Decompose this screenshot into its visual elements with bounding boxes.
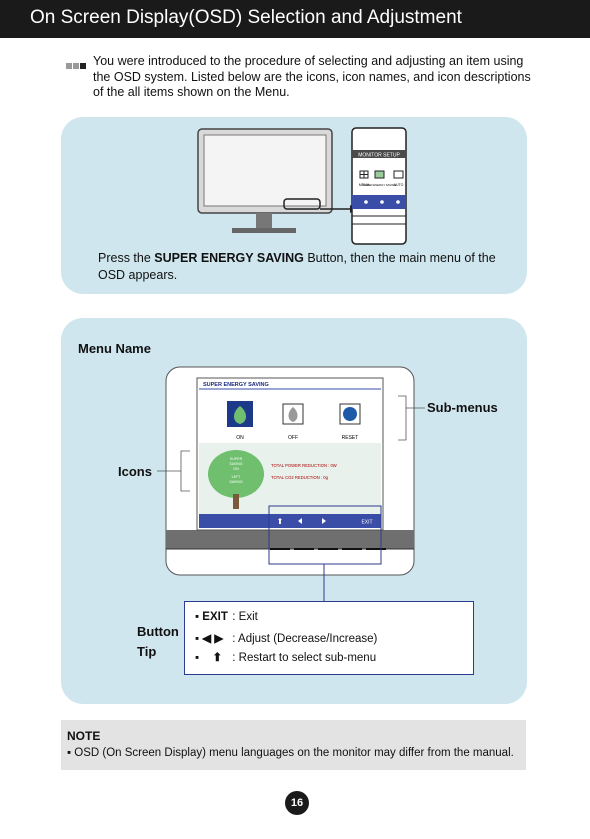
submenus-label: Sub-menus: [427, 400, 498, 415]
intro-text: You were introduced to the procedure of …: [93, 54, 531, 99]
tip-restart: ▪ ⬆: Restart to select sub-menu: [195, 652, 377, 664]
note-text: ▪ OSD (On Screen Display) menu languages…: [67, 747, 514, 759]
exit-label: EXIT: [361, 520, 372, 526]
co2-stat: TOTAL CO2 REDUCTION : 0g: [271, 475, 329, 480]
tree-text-4: LEFT: [232, 475, 242, 479]
osd-monitor-bezel: [166, 530, 414, 549]
power-stat: TOTAL POWER REDUCTION : 0W: [271, 463, 337, 468]
up-arrow-icon: ⬆: [277, 517, 284, 526]
page-number: 16: [285, 791, 309, 815]
press-prefix: Press the: [98, 251, 155, 265]
left-arrow-icon: [298, 518, 302, 524]
monitor-screen: [203, 134, 327, 207]
monitor-base: [232, 228, 296, 233]
menu-label: MENU: [359, 183, 370, 187]
monitor-setup-bar: [352, 150, 406, 158]
page-title: On Screen Display(OSD) Selection and Adj…: [30, 7, 462, 28]
osd-button-bar: [199, 514, 381, 528]
tip-restart-desc: : Restart to select sub-menu: [232, 652, 377, 664]
press-suffix: Button, then the main menu of the OSD ap…: [98, 251, 496, 282]
tip-adjust: ▪ ◀ ▶: Adjust (Decrease/Increase): [195, 633, 378, 645]
button-tip-label: Button Tip: [137, 622, 179, 662]
bullet-squares-icon: [66, 58, 87, 74]
submenus-bracket: [398, 395, 407, 441]
option-on-label: ON: [236, 435, 244, 441]
button-strip: [352, 195, 406, 209]
button-highlight-box: [268, 505, 382, 565]
auto-label: AUTO: [394, 183, 404, 187]
option-reset-label: RESET: [342, 435, 359, 441]
tip-adjust-key: ◀ ▶: [202, 633, 224, 645]
tip-exit-key: EXIT: [202, 611, 228, 623]
note-text-body: OSD (On Screen Display) menu languages o…: [74, 747, 514, 759]
page-header: On Screen Display(OSD) Selection and Adj…: [0, 0, 590, 38]
tree-text-5: SAVING: [229, 480, 243, 484]
icons-label: Icons: [118, 464, 152, 479]
monitor-neck: [256, 213, 272, 228]
energy-saving-icon: [374, 170, 385, 179]
press-bold-button-name: SUPER ENERGY SAVING: [154, 251, 304, 265]
right-arrow-icon: [322, 518, 326, 524]
button-tip-line1: Button: [137, 624, 179, 639]
note-title: NOTE: [67, 729, 101, 743]
osd-title: SUPER ENERGY SAVING: [203, 382, 269, 388]
press-instruction: Press the SUPER ENERGY SAVING Button, th…: [98, 250, 518, 284]
button-tip-line2: Tip: [137, 644, 157, 659]
tree-text-3: ON: [233, 467, 239, 471]
button-tip-box: ▪ EXIT: Exit ▪ ◀ ▶: Adjust (Decrease/Inc…: [184, 601, 474, 675]
note-box: NOTE ▪ OSD (On Screen Display) menu lang…: [61, 720, 526, 770]
option-off-label: OFF: [288, 435, 298, 441]
tree-text-2: SAVING: [229, 462, 243, 466]
tree-text-1: SUPER: [230, 457, 243, 461]
tip-exit: ▪ EXIT: Exit: [195, 611, 258, 623]
tip-adjust-desc: : Adjust (Decrease/Increase): [232, 633, 378, 645]
monitor-setup-title: MONITOR SETUP: [358, 153, 400, 159]
auto-icon: [393, 170, 404, 179]
button-highlight: [283, 198, 321, 210]
tip-restart-key: ⬆: [212, 652, 223, 664]
menu-name-label: Menu Name: [78, 341, 151, 356]
tree-icon: [208, 450, 264, 498]
energy-label: SUPER ENERGY SAVING: [363, 183, 396, 187]
intro-paragraph: You were introduced to the procedure of …: [66, 54, 536, 101]
tip-exit-desc: : Exit: [232, 611, 258, 623]
